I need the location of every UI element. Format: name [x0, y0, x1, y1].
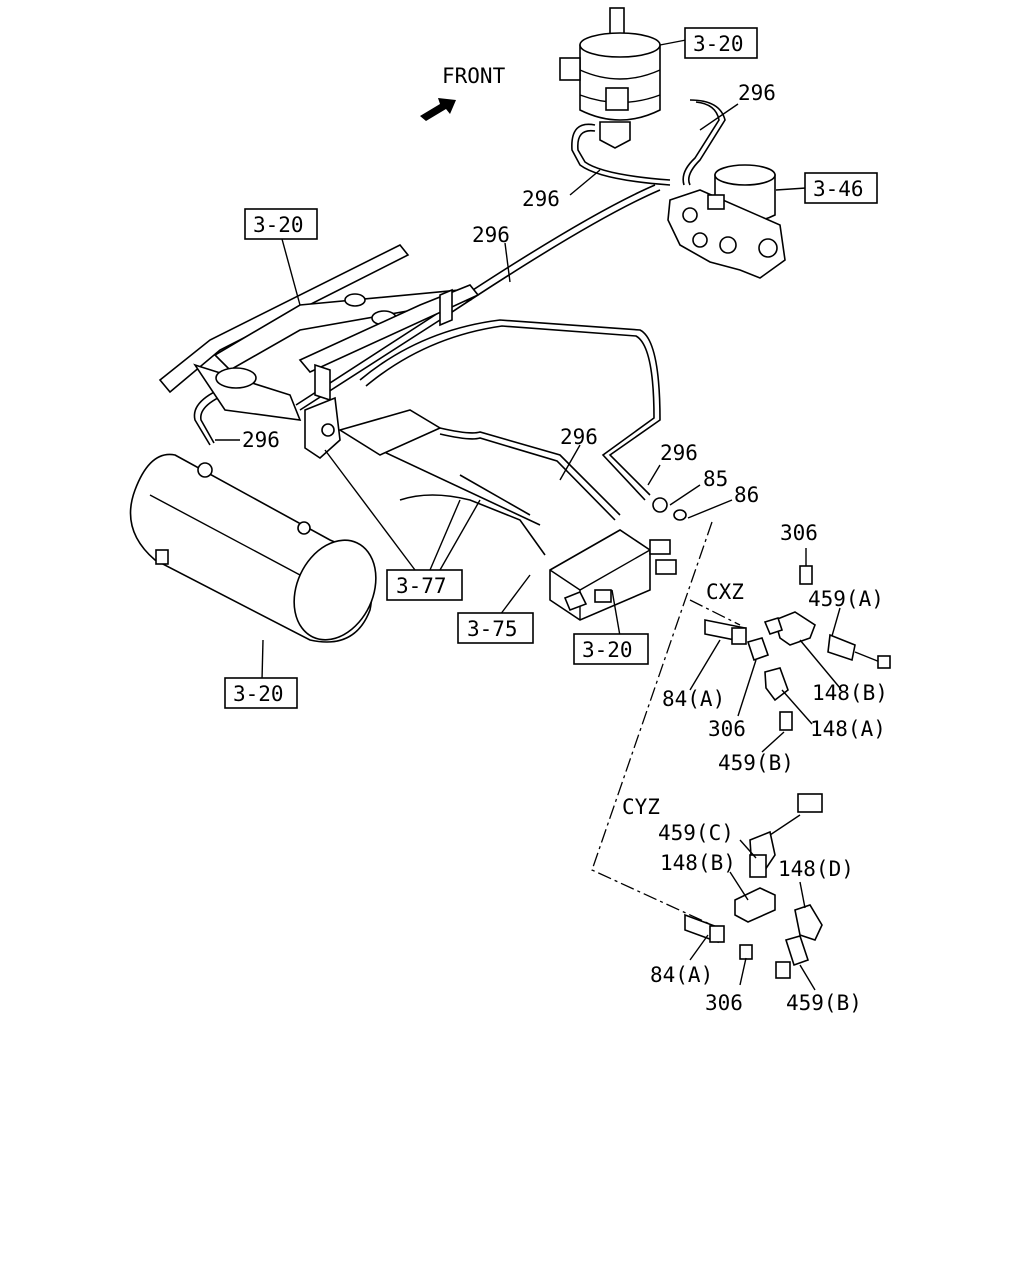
ref-label-3-20-frame: 3-20 — [253, 213, 304, 237]
part-296-left: 296 — [522, 187, 560, 211]
cxz-title: CXZ — [706, 580, 744, 604]
ref-label-3-75: 3-75 — [467, 617, 518, 641]
cyz-title: CYZ — [622, 795, 660, 819]
cxz-part-459A: 459(A) — [808, 587, 884, 611]
cxz-part-306-top: 306 — [780, 521, 818, 545]
front-label: FRONT — [442, 64, 506, 88]
part-296-right: 296 — [660, 441, 698, 465]
ref-box-3-20-tank — [224, 677, 298, 709]
ref-label-3-20-top: 3-20 — [693, 32, 744, 56]
bracket-valve — [304, 396, 442, 460]
cyz-part-84A: 84(A) — [650, 963, 713, 987]
cyz-part-306: 306 — [705, 991, 743, 1015]
ref-box-3-20-top — [684, 27, 758, 59]
cyz-part-459B: 459(B) — [786, 991, 862, 1015]
detail-leader-line — [591, 521, 713, 926]
ref-label-3-77: 3-77 — [396, 574, 447, 598]
tubing — [193, 99, 726, 556]
frame-crossmember — [158, 243, 480, 421]
detail-leader-cxz — [689, 599, 741, 626]
part-296-manifold: 296 — [560, 425, 598, 449]
cyz-part-459C: 459(C) — [658, 821, 734, 845]
cxz-part-306-bottom: 306 — [708, 717, 746, 741]
ref-box-3-20-manifold — [573, 633, 649, 665]
front-arrow-icon — [420, 98, 456, 121]
ref-label-3-46: 3-46 — [813, 177, 864, 201]
cxz-part-148B: 148(B) — [812, 681, 888, 705]
ref-label-3-20-manifold: 3-20 — [582, 638, 633, 662]
ref-box-3-20-frame — [244, 208, 318, 240]
cxz-part-84A: 84(A) — [662, 687, 725, 711]
part-86: 86 — [734, 483, 759, 507]
ref-box-3-77 — [386, 569, 463, 601]
cxz-part-148A: 148(A) — [810, 717, 886, 741]
valve-unit — [667, 164, 807, 279]
part-85: 85 — [703, 467, 728, 491]
front-arrow: FRONT — [420, 64, 506, 121]
part-296-tank: 296 — [242, 428, 280, 452]
cxz-part-459B: 459(B) — [718, 751, 794, 775]
cyz-assembly — [684, 793, 823, 979]
part-296-mid: 296 — [472, 223, 510, 247]
ref-box-3-75 — [457, 612, 534, 644]
air-tank — [129, 453, 377, 643]
manifold — [549, 497, 687, 621]
cyz-part-148B: 148(B) — [660, 851, 736, 875]
cyz-part-148D: 148(D) — [778, 857, 854, 881]
ref-box-3-46 — [804, 172, 878, 204]
part-296-top: 296 — [738, 81, 776, 105]
air-dryer-tank — [559, 7, 687, 149]
ref-label-3-20-tank: 3-20 — [233, 682, 284, 706]
cxz-assembly — [704, 565, 891, 731]
